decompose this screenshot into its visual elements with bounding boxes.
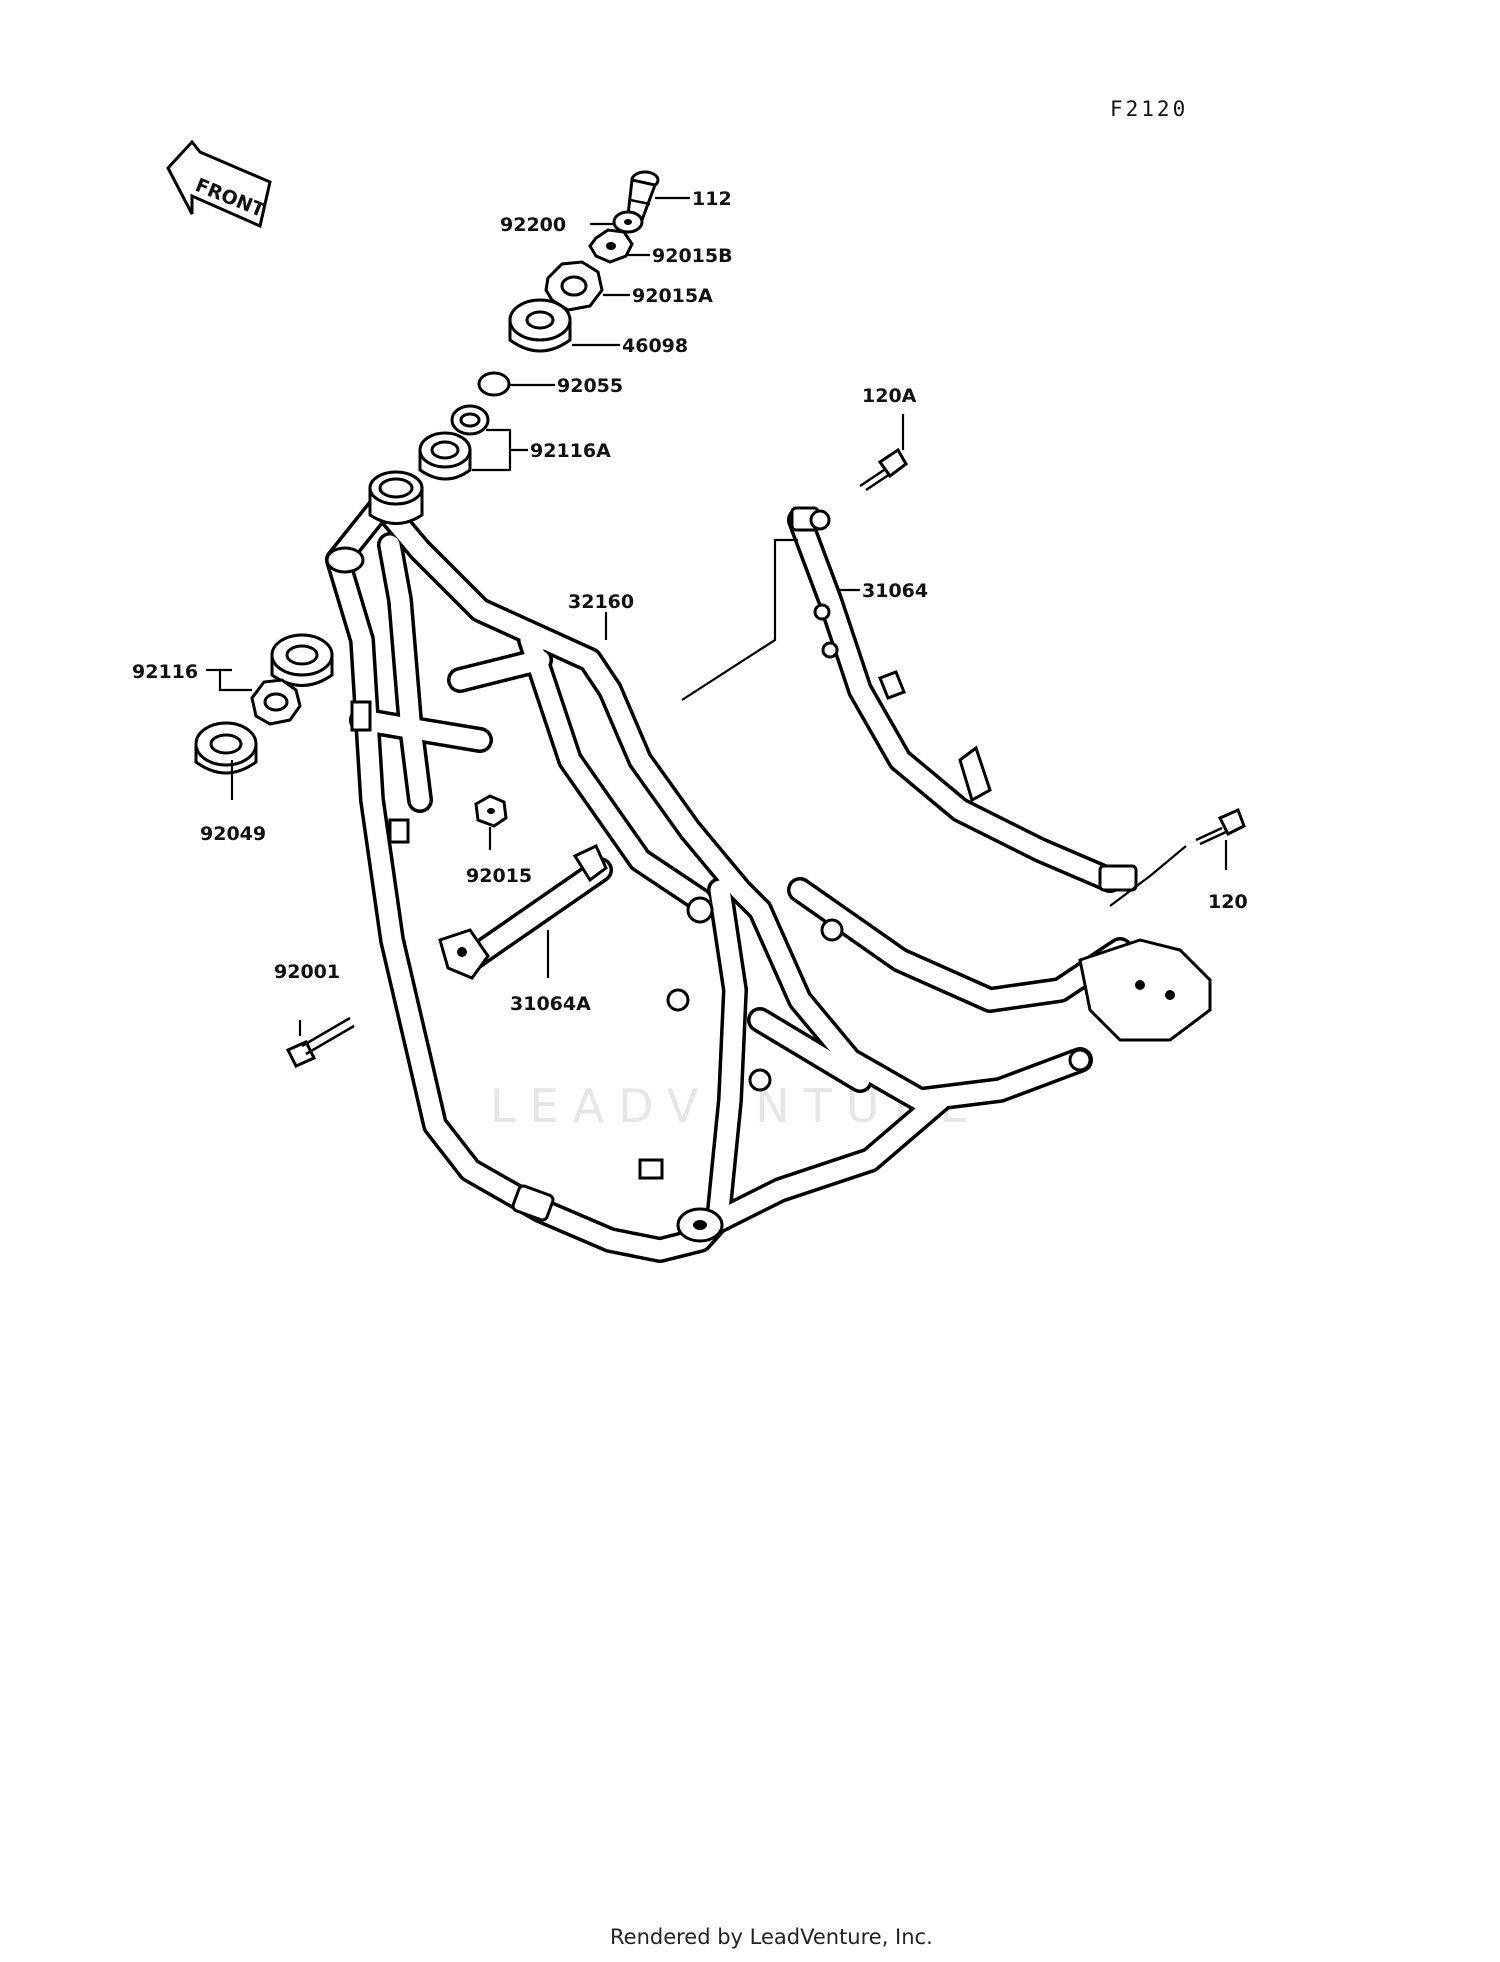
seal-92049-icon — [194, 721, 258, 775]
front-arrow-icon: FRONT — [166, 139, 272, 229]
steering-stem-parts — [418, 170, 660, 481]
part-label-46098[interactable]: 46098 — [622, 335, 688, 357]
cross-tube-31064a-icon — [438, 843, 613, 980]
lower-bearing-parts — [194, 633, 334, 775]
part-label-120a[interactable]: 120A — [862, 385, 917, 407]
nut-92015a-icon — [544, 260, 604, 312]
nut-92015-icon — [474, 794, 508, 828]
bolt-120a-icon — [859, 447, 908, 492]
frame-rail-31064-icon — [787, 506, 1138, 893]
part-label-92015[interactable]: 92015 — [466, 865, 532, 887]
part-label-32160[interactable]: 32160 — [568, 591, 634, 613]
footer-credit: Rendered by LeadVenture, Inc. — [610, 1925, 933, 1949]
part-label-92049[interactable]: 92049 — [200, 823, 266, 845]
oring-92055-icon — [477, 371, 511, 397]
nut-92015b-icon — [588, 228, 634, 264]
diagram-code: F2120 — [1110, 97, 1188, 121]
part-label-92015b[interactable]: 92015B — [652, 245, 733, 267]
bearing-92116a-icon — [418, 404, 490, 481]
bolt-120-icon — [1195, 807, 1246, 846]
part-label-120[interactable]: 120 — [1208, 891, 1248, 913]
part-label-92055[interactable]: 92055 — [557, 375, 623, 397]
bearing-92116-cup-icon — [270, 633, 334, 687]
frame-32160-icon — [325, 470, 1212, 1263]
part-label-31064a[interactable]: 31064A — [510, 993, 591, 1015]
part-label-92200[interactable]: 92200 — [500, 214, 566, 236]
part-label-92001[interactable]: 92001 — [274, 961, 340, 983]
bearing-92116-race-icon — [250, 678, 302, 726]
part-label-92015a[interactable]: 92015A — [632, 285, 713, 307]
leader-lines — [206, 196, 1228, 1036]
part-label-92116[interactable]: 92116 — [132, 661, 198, 683]
bolt-92001-icon — [285, 1016, 355, 1068]
collar-46098-icon — [508, 298, 572, 353]
part-label-112[interactable]: 112 — [692, 188, 732, 210]
part-label-92116a[interactable]: 92116A — [530, 440, 611, 462]
part-label-31064[interactable]: 31064 — [862, 580, 928, 602]
